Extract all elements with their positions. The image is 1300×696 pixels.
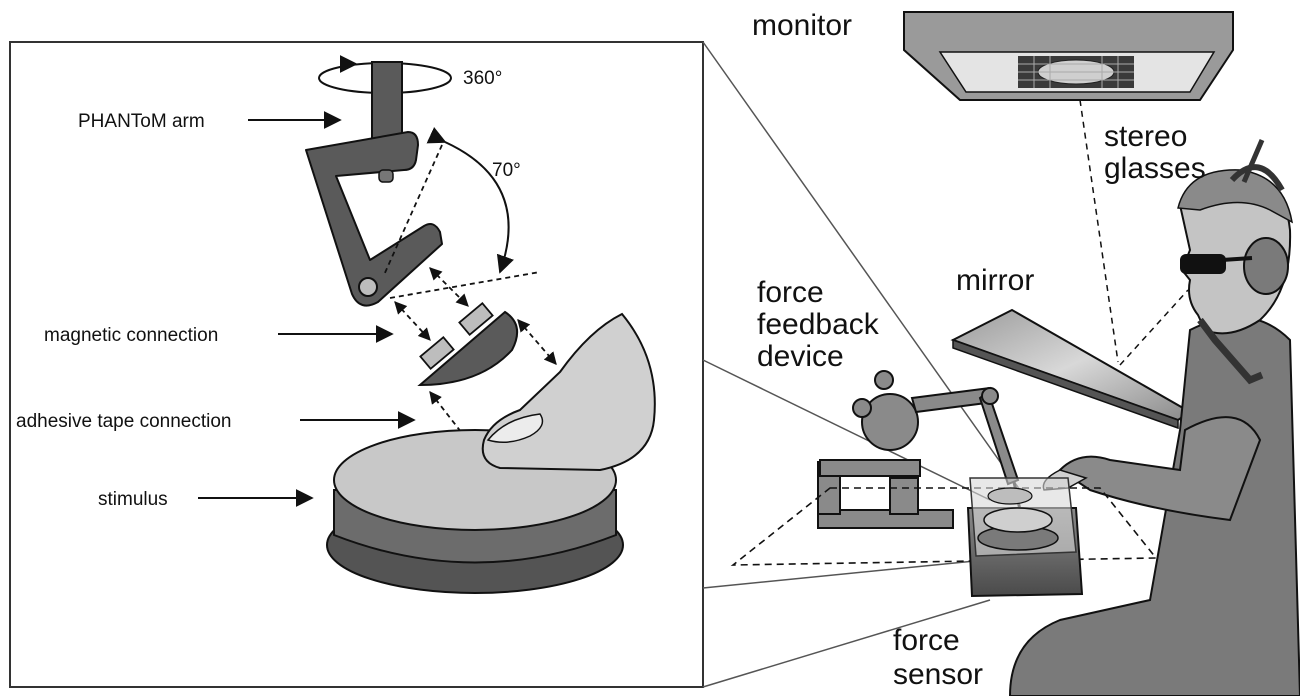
monitor-label: monitor [752,9,852,42]
monitor-sightline [1079,99,1119,363]
participant [1008,139,1300,696]
device-motor [861,393,919,451]
scene-stimulus-cap [987,487,1033,505]
eye-sightline [1119,289,1189,366]
fingernail [486,413,544,443]
headphone-band [1229,164,1285,192]
angle-ref-line-1 [383,144,443,276]
stereo-glasses-icon [1180,254,1226,274]
stereo-glasses-label-line1: stereo [1104,120,1187,153]
angle-arc [426,127,514,274]
device-bracket [819,459,921,477]
force-feedback-label-line1: force [757,276,824,309]
force-sensor-label-line2: sensor [893,658,983,691]
rotation-label: 360° [463,68,502,89]
monitor [903,11,1234,101]
chin-rest-bar [1197,317,1264,385]
finger [481,312,656,472]
adhesive-tape-label: adhesive tape connection [16,411,232,432]
connector-lower [702,559,986,589]
force-sensor-assembly [966,477,1084,598]
stimulus-cylinder [326,429,624,594]
device-base [817,509,954,529]
stereo-glasses-label-line2: glasses [1104,152,1206,185]
glasses-arm [1221,256,1253,262]
phantom-arm-group [305,55,541,307]
force-sensor-label-line1: force [893,624,960,657]
device-knob-2 [874,370,894,390]
callout-arrows [198,111,416,507]
headphone-cup [1243,237,1289,295]
arm-pivot [358,277,378,297]
device-upright [889,477,919,515]
arm-body [305,131,443,307]
connector-bottom [702,599,991,688]
zoom-connectors [702,41,1021,688]
force-feedback-label-line3: device [757,340,844,373]
cap-body [417,310,519,387]
phantom-arm-label: PHANToM arm [78,111,205,132]
antenna [1241,139,1265,183]
magnetic-cap [417,301,519,387]
monitor-grid-lines [1018,56,1134,88]
device-knob-1 [852,398,872,418]
arm-shaft [371,61,403,141]
mirror-edge [952,338,1179,430]
arm-sleeve [1058,416,1262,522]
connector-top [702,41,1021,491]
force-feedback-label-line2: feedback [757,308,880,341]
magnetic-connection-label: magnetic connection [44,325,218,346]
cap-finger-arrow [517,319,557,365]
hair [1177,169,1294,224]
magnet-block-1 [419,335,455,371]
device-link-2 [978,390,1020,486]
scene-stimulus-top [983,507,1053,533]
stimulus-label: stimulus [98,489,168,510]
arm-tip [378,169,394,183]
device-joint [981,387,999,405]
mirror-label: mirror [956,264,1034,297]
magnet-block-2 [458,301,494,337]
connector-upper [702,359,991,501]
angle-label: 70° [492,160,521,181]
